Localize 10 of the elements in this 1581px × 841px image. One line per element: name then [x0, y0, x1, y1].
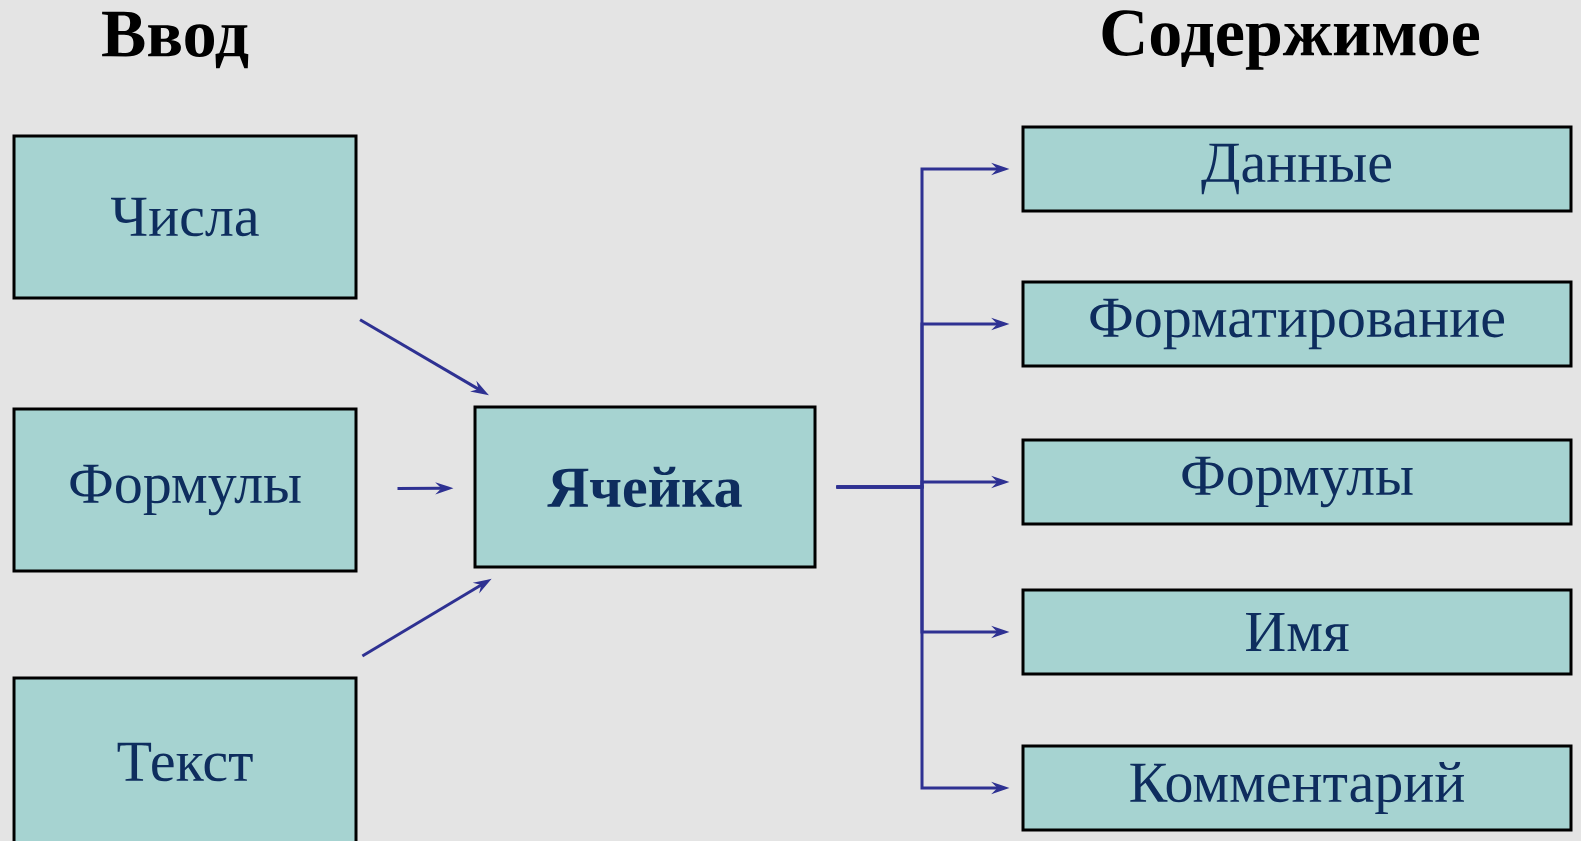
process-box: Формулы: [1021, 438, 1573, 526]
process-box: Формулы: [12, 407, 358, 573]
process-box: Имя: [1021, 588, 1573, 676]
process-box: Текст: [12, 676, 358, 841]
process-box: Комментарий: [1021, 744, 1573, 832]
process-box: Данные: [1021, 125, 1573, 213]
process-box: Ячейка: [473, 405, 817, 569]
process-box: Числа: [12, 134, 358, 300]
process-box: Форматирование: [1021, 280, 1573, 368]
column-heading: Ввод: [102, 11, 249, 69]
